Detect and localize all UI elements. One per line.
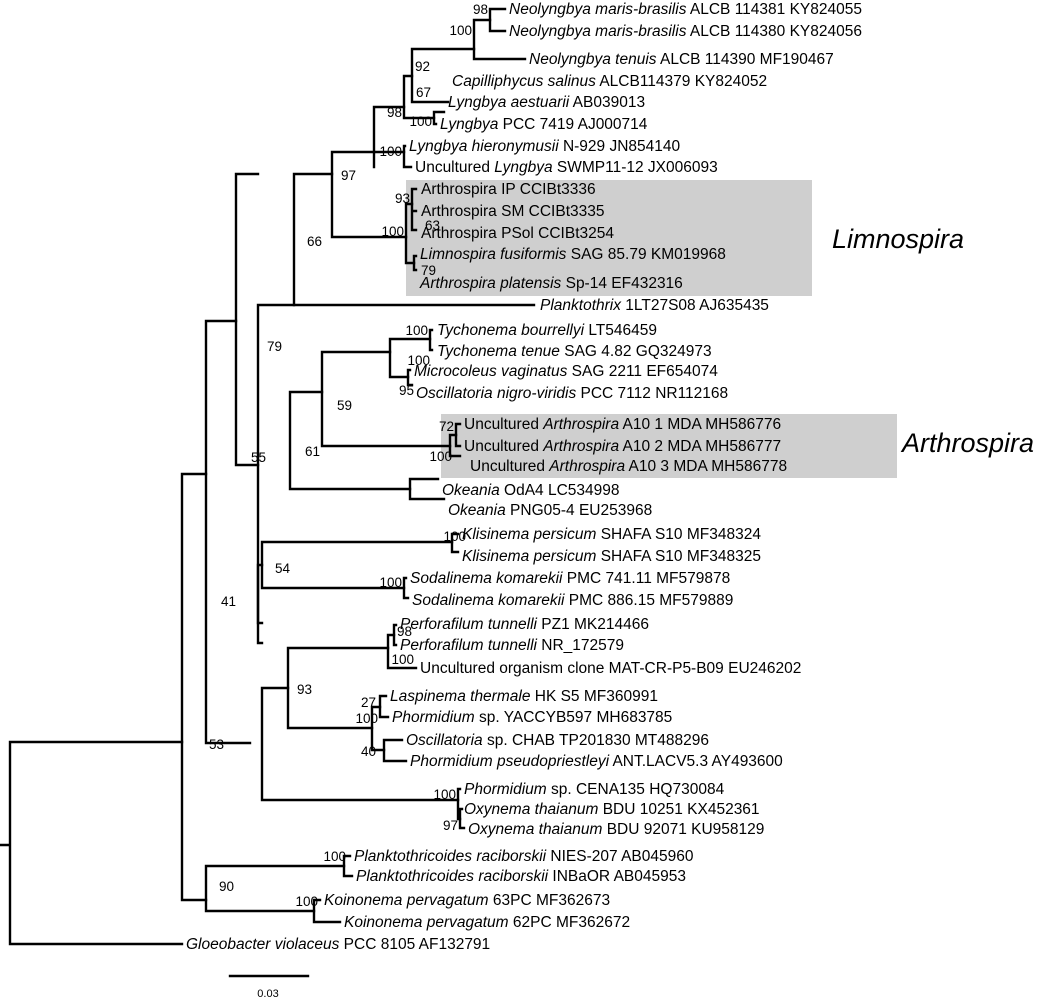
taxon-label: Koinonema pervagatum 62PC MF362672 [344, 914, 630, 931]
support-value: 61 [305, 444, 320, 459]
clade-label-limnospira: Limnospira [832, 224, 964, 254]
taxon-label: Sodalinema komarekii PMC 886.15 MF579889 [412, 592, 733, 609]
support-value: 100 [405, 323, 428, 338]
taxon-label: Lyngbya aestuarii AB039013 [448, 94, 645, 111]
support-value: 100 [323, 849, 346, 864]
taxon-label: Lyngbya PCC 7419 AJ000714 [440, 116, 648, 133]
support-value: 79 [421, 263, 436, 278]
support-value: 59 [337, 398, 352, 413]
taxon-label: Uncultured Arthrospira A10 1 MDA MH58677… [464, 416, 781, 433]
support-value: 100 [355, 711, 378, 726]
taxon-label: Gloeobacter violaceus PCC 8105 AF132791 [186, 936, 490, 953]
support-value: 90 [219, 879, 234, 894]
support-value: 100 [295, 894, 318, 909]
support-value: 100 [429, 449, 452, 464]
taxon-label: Neolyngbya maris-brasilis ALCB 114380 KY… [509, 23, 862, 40]
support-value: 92 [415, 59, 430, 74]
taxon-label: Arthrospira platensis Sp-14 EF432316 [419, 275, 683, 292]
taxon-label: Uncultured Lyngbya SWMP11-12 JX006093 [415, 159, 718, 176]
support-value: 93 [395, 191, 410, 206]
taxon-label: Tychonema tenue SAG 4.82 GQ324973 [437, 343, 712, 360]
support-value: 100 [433, 787, 456, 802]
support-value: 53 [209, 737, 224, 752]
tree-branches [0, 7, 536, 946]
taxon-label: Koinonema pervagatum 63PC MF362673 [324, 892, 610, 909]
taxon-label: Perforafilum tunnelli NR_172579 [400, 637, 624, 654]
taxon-labels: Neolyngbya maris-brasilis ALCB 114381 KY… [186, 1, 862, 953]
taxon-label: Neolyngbya tenuis ALCB 114390 MF190467 [529, 51, 834, 68]
taxon-label: Phormidium sp. CENA135 HQ730084 [464, 781, 725, 798]
taxon-label: Neolyngbya maris-brasilis ALCB 114381 KY… [509, 1, 862, 18]
taxon-label: Arthrospira SM CCIBt3335 [421, 203, 605, 220]
support-value: 40 [361, 744, 376, 759]
taxon-label: Microcoleus vaginatus SAG 2211 EF654074 [414, 363, 718, 380]
taxon-label: Laspinema thermale HK S5 MF360991 [390, 688, 658, 705]
support-value: 100 [379, 575, 402, 590]
taxon-label: Planktothricoides raciborskii NIES-207 A… [354, 848, 694, 865]
support-value: 100 [449, 23, 472, 38]
support-value: 55 [251, 450, 266, 465]
taxon-label: Arthrospira IP CCIBt3336 [421, 181, 596, 198]
support-value: 66 [307, 234, 322, 249]
taxon-label: Lyngbya hieronymusii N-929 JN854140 [409, 138, 681, 155]
limnospira-highlight [406, 180, 812, 296]
taxon-label: Klisinema persicum SHAFA S10 MF348324 [462, 526, 761, 543]
clade-label-arthrospira: Arthrospira [900, 428, 1034, 458]
support-value: 93 [297, 682, 312, 697]
taxon-label: Oscillatoria nigro-viridis PCC 7112 NR11… [416, 385, 728, 402]
taxon-label: Uncultured Arthrospira A10 3 MDA MH58677… [470, 458, 787, 475]
taxon-label: Klisinema persicum SHAFA S10 MF348325 [462, 548, 761, 565]
taxon-label: Oxynema thaianum BDU 92071 KU958129 [468, 821, 764, 838]
taxon-label: Okeania PNG05-4 EU253968 [448, 502, 652, 519]
support-value: 98 [473, 2, 488, 17]
arthrospira-highlight [441, 414, 897, 478]
support-value: 72 [439, 419, 454, 434]
support-value: 100 [443, 529, 466, 544]
taxon-label: Planktothricoides raciborskii INBaOR AB0… [356, 868, 686, 885]
support-value: 95 [399, 383, 414, 398]
support-value: 54 [275, 561, 291, 576]
support-value: 100 [379, 144, 402, 159]
support-value: 100 [407, 353, 430, 368]
taxon-label: Sodalinema komarekii PMC 741.11 MF579878 [410, 570, 730, 587]
taxon-label: Capilliphycus salinus ALCB114379 KY82405… [452, 73, 767, 90]
support-value: 100 [409, 114, 432, 129]
support-value: 67 [416, 85, 431, 100]
scale-bar-label: 0.03 [257, 988, 278, 999]
taxon-label: Perforafilum tunnelli PZ1 MK214466 [400, 616, 649, 633]
taxon-label: Okeania OdA4 LC534998 [442, 482, 620, 499]
support-value: 63 [425, 218, 440, 233]
support-value: 100 [391, 652, 414, 667]
taxon-label: Arthrospira PSol CCIBt3254 [421, 225, 614, 242]
taxon-label: Planktothrix 1LT27S08 AJ635435 [540, 297, 769, 314]
taxon-label: Phormidium sp. YACCYB597 MH683785 [392, 709, 672, 726]
support-values: 98 100 92 67 98 100 100 97 93 63 100 79 … [209, 2, 488, 909]
taxon-label: Phormidium pseudopriestleyi ANT.LACV5.3 … [410, 753, 783, 770]
support-value: 27 [361, 695, 376, 710]
support-value: 97 [443, 818, 458, 833]
taxon-label: Uncultured organism clone MAT-CR-P5-B09 … [420, 660, 801, 677]
taxon-label: Oxynema thaianum BDU 10251 KX452361 [464, 801, 760, 818]
support-value: 41 [221, 594, 236, 609]
taxon-label: Limnospira fusiformis SAG 85.79 KM019968 [420, 246, 726, 263]
taxon-label: Uncultured Arthrospira A10 2 MDA MH58677… [464, 438, 781, 455]
taxon-label: Oscillatoria sp. CHAB TP201830 MT488296 [406, 732, 709, 749]
support-value: 97 [341, 168, 356, 183]
scale-bar: 0.03 [228, 974, 310, 999]
taxon-label: Tychonema bourrellyi LT546459 [437, 322, 657, 339]
support-value: 79 [267, 339, 282, 354]
support-value: 100 [381, 224, 404, 239]
support-value: 98 [387, 105, 402, 120]
support-value: 98 [397, 624, 412, 639]
